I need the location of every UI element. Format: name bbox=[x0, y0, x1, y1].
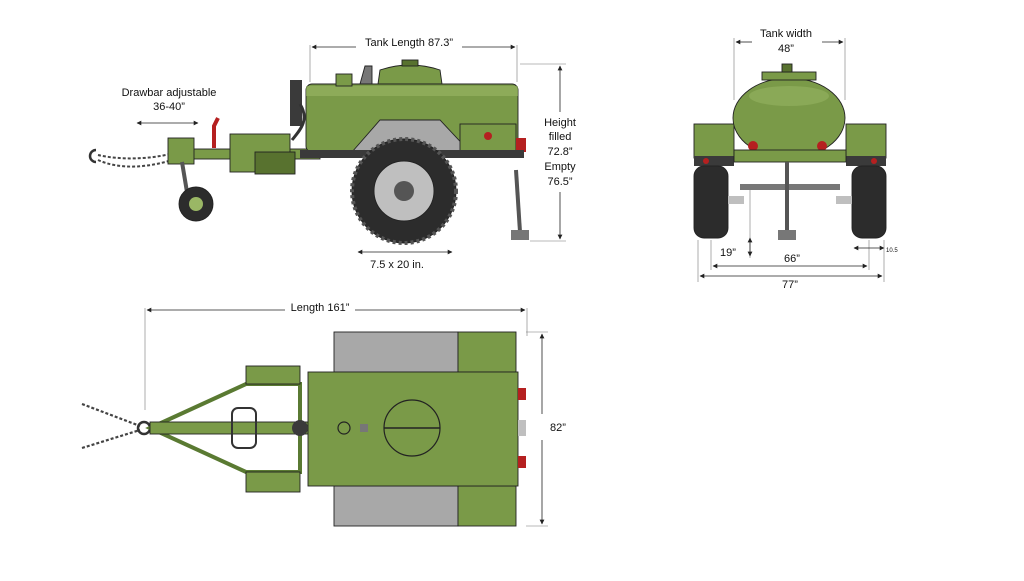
height-label-line1: Height bbox=[544, 117, 576, 129]
width-label: 82” bbox=[550, 422, 566, 434]
right-fender bbox=[845, 123, 887, 159]
tire-size-dimension: 7.5 x 20 in. bbox=[357, 249, 453, 271]
left-lamp-bar bbox=[694, 156, 734, 166]
top-view: Length 161” 82” bbox=[81, 302, 566, 527]
length-label: Length 161” bbox=[291, 302, 350, 314]
left-wheel bbox=[693, 165, 729, 239]
tank-end-highlight bbox=[749, 86, 829, 106]
vent-plate bbox=[359, 65, 373, 85]
right-lamp-bar bbox=[846, 156, 886, 166]
tank-top-fitting bbox=[781, 63, 793, 73]
top-vent bbox=[360, 424, 368, 432]
drawbar-dimension: Drawbar adjustable 36-40” bbox=[122, 87, 217, 126]
fill-cap bbox=[335, 73, 353, 87]
height-dimension: Height filled 72.8” Empty 76.5” bbox=[520, 63, 576, 242]
tank-length-dimension: Tank Length 87.3” bbox=[309, 37, 518, 82]
dim-10-5-label: 10.5 bbox=[886, 248, 898, 254]
tank-highlight bbox=[306, 86, 518, 96]
top-pump bbox=[292, 420, 308, 436]
top-drawbar-beam bbox=[149, 421, 311, 435]
dim-77-label: 77” bbox=[782, 279, 798, 291]
top-tank bbox=[307, 371, 519, 487]
side-view: Tank Length 87.3” Drawbar adjustable 36-… bbox=[88, 37, 576, 271]
front-box-lower bbox=[254, 151, 296, 175]
hitch-block bbox=[167, 137, 195, 165]
top-fill-cap bbox=[337, 421, 351, 435]
tank-width-label-line2: 48” bbox=[778, 43, 794, 55]
dim-66: 66” bbox=[710, 240, 870, 270]
manhole-cover bbox=[377, 64, 443, 85]
tank-width-dimension: Tank width 48” bbox=[733, 28, 846, 100]
tow-hook-icon bbox=[88, 148, 97, 164]
axle bbox=[740, 184, 840, 190]
jack-wheel-hub bbox=[189, 197, 203, 211]
hand-brake-lever bbox=[212, 117, 220, 148]
height-label-line4: Empty bbox=[544, 161, 576, 173]
top-rear-lamp-upper bbox=[518, 388, 526, 400]
tank-right-lamp bbox=[817, 141, 827, 151]
top-rear-center bbox=[518, 420, 526, 436]
top-front-box-upper bbox=[245, 365, 301, 385]
right-wheel bbox=[851, 165, 887, 239]
length-dimension: Length 161” bbox=[144, 302, 528, 410]
pump-assembly bbox=[290, 80, 302, 126]
height-label-line5: 76.5” bbox=[547, 176, 572, 188]
rear-lamp bbox=[516, 138, 526, 152]
right-rear-lamp bbox=[871, 158, 877, 164]
rear-stand-foot bbox=[511, 230, 529, 240]
height-label-line3: 72.8” bbox=[547, 146, 572, 158]
top-chain-lower bbox=[81, 428, 141, 450]
dim-66-label: 66” bbox=[784, 253, 800, 265]
top-left-tire-area bbox=[333, 331, 459, 373]
manhole-handle bbox=[401, 59, 419, 67]
left-fender bbox=[693, 123, 735, 159]
tow-chain bbox=[88, 148, 179, 168]
rear-view: Tank width 48” bbox=[693, 28, 898, 291]
top-tool-box-upper bbox=[457, 331, 517, 373]
hose bbox=[290, 103, 306, 141]
drawbar-label-line2: 36-40” bbox=[153, 101, 185, 113]
dim-10-5: 10.5 bbox=[853, 245, 898, 254]
top-tool-box-lower bbox=[457, 485, 517, 527]
dim-19-label: 19” bbox=[720, 247, 736, 259]
tank-left-lamp bbox=[748, 141, 758, 151]
tank-width-label-line1: Tank width bbox=[760, 28, 812, 40]
rear-frame-bar bbox=[733, 149, 847, 163]
wheel-hub bbox=[394, 181, 414, 201]
tire-tread bbox=[350, 137, 458, 245]
width-dimension: 82” bbox=[526, 331, 566, 527]
left-rear-lamp bbox=[703, 158, 709, 164]
dim-77: 77” bbox=[697, 240, 885, 291]
top-chain-upper bbox=[81, 402, 141, 428]
rear-center-stand-foot bbox=[778, 230, 796, 240]
top-right-tire-area bbox=[333, 485, 459, 527]
drawbar-label-line1: Drawbar adjustable bbox=[122, 87, 217, 99]
tank-length-label: Tank Length 87.3” bbox=[365, 37, 453, 49]
tank-top-cover bbox=[761, 71, 817, 81]
top-front-box-lower bbox=[245, 471, 301, 493]
height-label-line2: filled bbox=[549, 131, 572, 143]
rear-stand bbox=[514, 169, 522, 233]
top-rear-lamp-lower bbox=[518, 456, 526, 468]
tire-size-label: 7.5 x 20 in. bbox=[370, 259, 424, 271]
side-marker-lamp bbox=[484, 132, 492, 140]
top-coupling bbox=[231, 407, 257, 449]
dim-19: 19” bbox=[720, 190, 753, 259]
